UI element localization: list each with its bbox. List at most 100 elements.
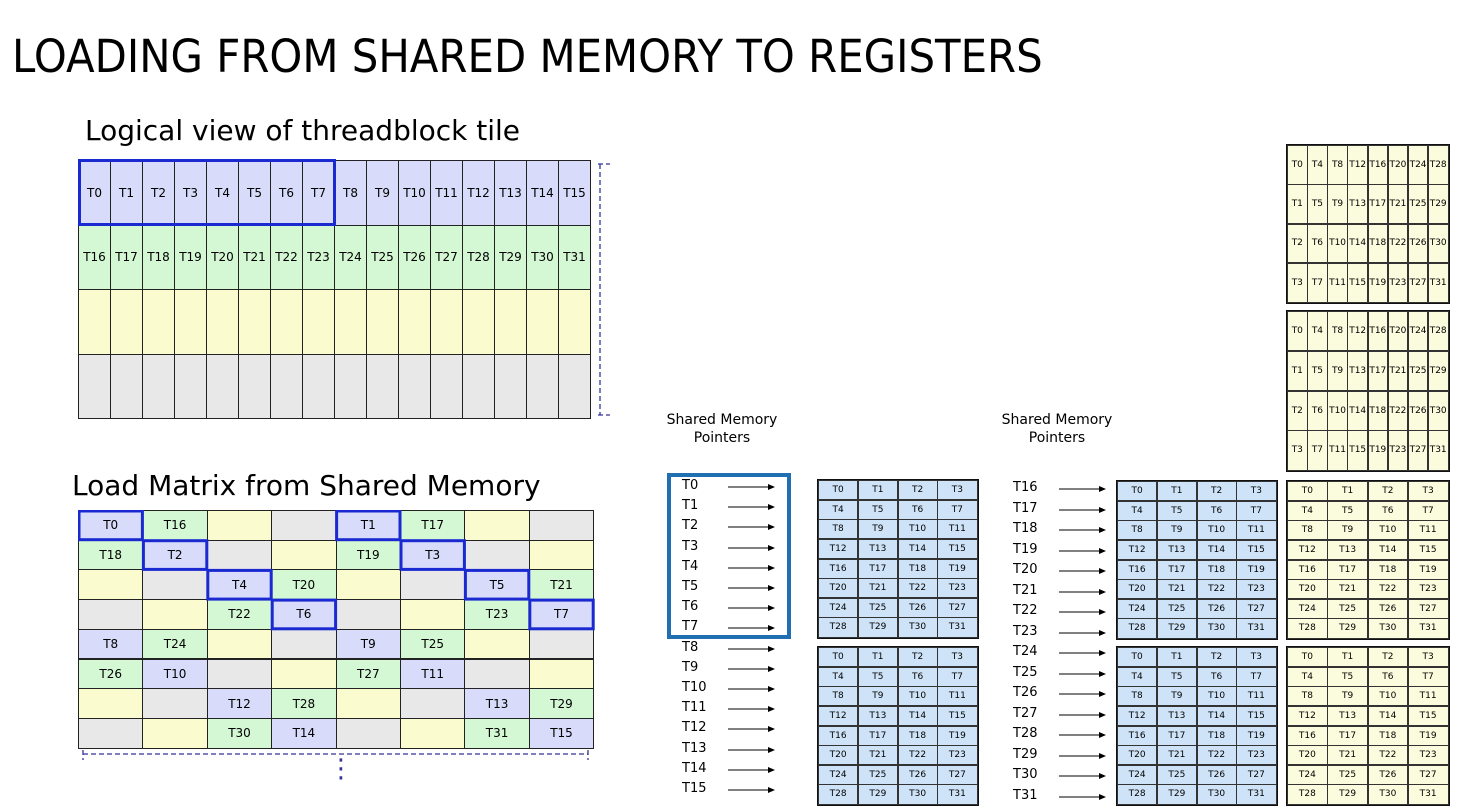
memory-cell: T5 xyxy=(857,499,898,520)
memory-cell: T15 xyxy=(1407,705,1449,726)
memory-cell: T19 xyxy=(937,725,978,746)
memory-cell: T17 xyxy=(1327,559,1368,580)
tile-cell: T21 xyxy=(238,224,271,290)
memory-cell: T9 xyxy=(1327,350,1348,391)
memory-cell: T24 xyxy=(1287,598,1328,619)
load-cell: T21 xyxy=(528,569,595,601)
tile-cell xyxy=(494,353,527,419)
memory-cell: T19 xyxy=(1236,725,1277,746)
memory-cell: T30 xyxy=(1367,618,1409,639)
memory-cell: T24 xyxy=(818,764,859,785)
tile-cell: T26 xyxy=(398,224,431,290)
tile-cell xyxy=(526,353,559,419)
memory-cell: T10 xyxy=(897,519,938,540)
load-cell: T10 xyxy=(142,658,208,690)
tile-cell xyxy=(174,353,207,419)
arrow-right-icon xyxy=(1059,670,1106,677)
memory-cell: T1 xyxy=(1156,481,1197,502)
memory-cell: T3 xyxy=(1287,262,1308,303)
memory-cell: T12 xyxy=(818,705,859,726)
pointer-label: T30 xyxy=(1013,767,1038,782)
memory-cell: T20 xyxy=(818,578,859,599)
memory-cell: T14 xyxy=(1367,539,1409,560)
memory-cell: T14 xyxy=(1347,223,1368,264)
memory-cell: T26 xyxy=(1367,598,1409,619)
memory-cell: T15 xyxy=(1236,705,1277,726)
memory-cell: T25 xyxy=(1327,764,1368,785)
staircase-highlight xyxy=(78,510,595,631)
tile-cell xyxy=(366,289,399,355)
memory-cell: T29 xyxy=(1427,350,1449,391)
load-cell: T22 xyxy=(206,599,273,630)
memory-cell: T1 xyxy=(857,647,898,668)
memory-cell: T10 xyxy=(1327,223,1348,264)
load-cell: T18 xyxy=(78,539,144,571)
memory-cell: T19 xyxy=(1236,559,1277,580)
memory-cell: T7 xyxy=(1236,500,1277,521)
memory-cell: T13 xyxy=(1347,184,1368,224)
load-cell: T13 xyxy=(464,688,530,719)
memory-cell: T27 xyxy=(1236,598,1277,619)
tile-cell: T14 xyxy=(526,160,559,226)
memory-cell: T3 xyxy=(937,480,978,501)
tile-cell xyxy=(558,289,591,355)
tile-cell: T7 xyxy=(302,160,335,226)
memory-cell: T29 xyxy=(1156,784,1197,805)
memory-cell: T9 xyxy=(1156,686,1197,707)
tile-cell: T22 xyxy=(270,224,303,290)
memory-cell: T10 xyxy=(1367,520,1409,541)
memory-cell: T13 xyxy=(1156,705,1197,726)
memory-cell: T0 xyxy=(1287,311,1308,352)
memory-cell: T12 xyxy=(1117,705,1158,726)
arrow-right-icon xyxy=(1059,793,1106,800)
tile-cell: T0 xyxy=(78,160,111,226)
tile-cell: T28 xyxy=(462,224,495,290)
tile-cell: T12 xyxy=(462,160,495,226)
memory-cell: T15 xyxy=(1407,539,1449,560)
staircase-box xyxy=(141,539,209,571)
memory-cell: T15 xyxy=(1236,539,1277,560)
pointer-label: T14 xyxy=(682,760,707,776)
memory-cell: T22 xyxy=(897,578,938,599)
tile-cell: T5 xyxy=(238,160,271,226)
arrow-right-icon xyxy=(728,585,775,591)
memory-cell: T6 xyxy=(1196,500,1237,521)
pointer-label: T3 xyxy=(682,538,699,554)
load-cell: T31 xyxy=(464,717,530,749)
memory-cell: T30 xyxy=(1427,390,1449,431)
pointer-label: T7 xyxy=(682,619,699,635)
tile-cell: T13 xyxy=(494,160,527,226)
arrow-right-icon xyxy=(1059,506,1106,513)
memory-cell: T25 xyxy=(857,764,898,785)
memory-cell: T26 xyxy=(897,764,938,785)
memory-cell: T5 xyxy=(1307,184,1328,224)
memory-cell: T1 xyxy=(1287,350,1308,391)
staircase-box xyxy=(399,539,466,571)
memory-cell: T18 xyxy=(897,558,938,579)
staircase-box xyxy=(463,568,531,601)
arrow-right-icon xyxy=(1059,527,1106,533)
load-cell: T23 xyxy=(464,599,530,630)
memory-cell: T26 xyxy=(1367,764,1409,785)
memory-cell: T27 xyxy=(1407,430,1429,471)
memory-cell: T23 xyxy=(1387,262,1409,303)
memory-cell: T11 xyxy=(1407,686,1449,707)
memory-cell: T18 xyxy=(1367,559,1409,580)
memory-cell: T13 xyxy=(1156,539,1197,560)
memory-cell: T10 xyxy=(1327,390,1348,431)
memory-cell: T18 xyxy=(897,725,938,746)
memory-cell: T1 xyxy=(1156,647,1197,668)
load-cell: T14 xyxy=(271,717,337,749)
memory-cell: T28 xyxy=(1427,311,1449,352)
memory-cell: T0 xyxy=(1117,647,1158,668)
tile-cell: T2 xyxy=(142,160,175,226)
memory-cell: T27 xyxy=(937,764,978,785)
pointer-label: T12 xyxy=(682,720,707,736)
arrow-right-icon xyxy=(1059,773,1106,779)
load-cell: T20 xyxy=(271,569,337,601)
memory-cell: T27 xyxy=(1407,598,1449,619)
